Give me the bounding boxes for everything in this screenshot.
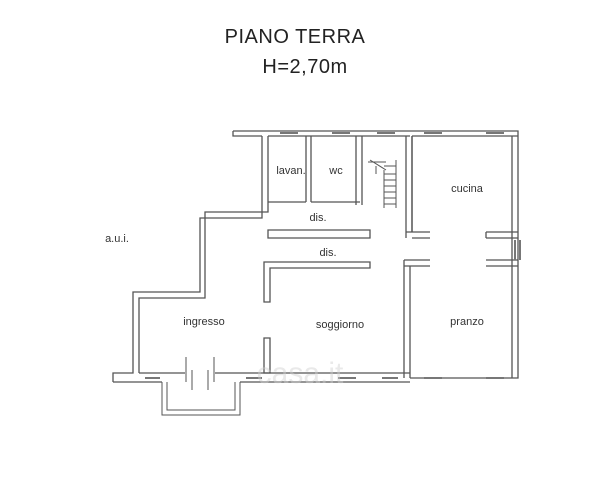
- living-column: [263, 337, 271, 374]
- label-soggiorno: soggiorno: [316, 319, 364, 331]
- stairs: [368, 159, 397, 208]
- label-disimpegno-1: dis.: [309, 212, 326, 224]
- corridor-bottom-wall: [267, 229, 371, 239]
- kitchen-bottom-wall-left: [405, 231, 430, 239]
- label-ingresso: ingresso: [183, 316, 225, 328]
- kitchen-bottom-wall-right: [485, 231, 518, 239]
- outer-wall-east: [233, 130, 519, 379]
- dining-west-wall: [403, 259, 430, 378]
- plan-title: PIANO TERRA: [224, 26, 366, 48]
- entrance-porch: [161, 357, 241, 416]
- label-cucina: cucina: [451, 183, 484, 195]
- wc-stair-wall: [355, 136, 363, 205]
- watermark: casa.it: [257, 357, 344, 390]
- outer-wall-west-outer: [112, 136, 263, 382]
- outer-wall-west-inner: [138, 136, 269, 373]
- stair-east-wall: [405, 136, 413, 232]
- height-label: H=2,70m: [262, 56, 348, 78]
- windows: [145, 132, 521, 379]
- label-disimpegno-2: dis.: [319, 247, 336, 259]
- label-wc: wc: [328, 165, 343, 177]
- lavan-wc-wall: [305, 136, 312, 202]
- dining-top-wall: [486, 259, 518, 267]
- label-aui: a.u.i.: [105, 233, 129, 245]
- outer-wall-north-stub: [232, 131, 262, 137]
- living-partition: [263, 261, 371, 303]
- label-pranzo: pranzo: [450, 316, 484, 328]
- label-lavanderia: lavan.: [276, 165, 305, 177]
